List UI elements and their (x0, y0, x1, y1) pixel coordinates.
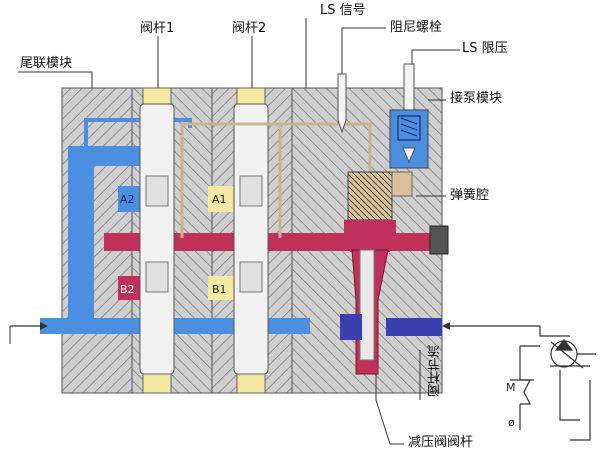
spool1 (139, 87, 175, 394)
spool2 (233, 87, 269, 394)
pump-symbol (510, 326, 596, 441)
pump-inlet-channel (386, 318, 442, 336)
label-spool1: 阀杆1 (140, 21, 175, 36)
port-a1: A1 (212, 193, 227, 206)
port-a1-fill (208, 186, 238, 212)
label-pump-module: 接泵模块 (450, 91, 503, 106)
port-b1: B1 (212, 283, 227, 296)
ls-signal-lines (180, 122, 372, 238)
label-spool2: 阀杆2 (232, 21, 267, 36)
label-ls-signal: LS 信号 (320, 3, 366, 18)
ls-relief-valve (389, 63, 429, 169)
port-a2-fill (118, 186, 140, 212)
damping-bolt (429, 225, 449, 255)
reducing-valve-spool (340, 220, 396, 375)
port-b1-fill (208, 276, 238, 300)
ls-signal-probe (337, 73, 347, 134)
inlet-arrow (442, 322, 540, 330)
symbol-phi: ø (508, 416, 515, 429)
label-reducing-spool: 减压阀阀杆 (408, 435, 474, 450)
label-spring-chamber: 弹簧腔 (450, 188, 490, 203)
label-spool-throttle: 阀杆节流 (428, 345, 443, 397)
label-damping-bolt: 阻尼螺栓 (390, 20, 443, 35)
port-b2: B2 (120, 283, 135, 296)
outlet-arrow (9, 322, 48, 344)
leader-lines (18, 18, 460, 445)
symbol-m: M (506, 381, 516, 394)
label-tail-module: 尾联模块 (20, 56, 73, 71)
spring-chamber (347, 171, 413, 221)
port-a2: A2 (120, 193, 135, 206)
label-ls-limit: LS 限压 (462, 41, 508, 56)
port-b2-fill (118, 276, 140, 300)
